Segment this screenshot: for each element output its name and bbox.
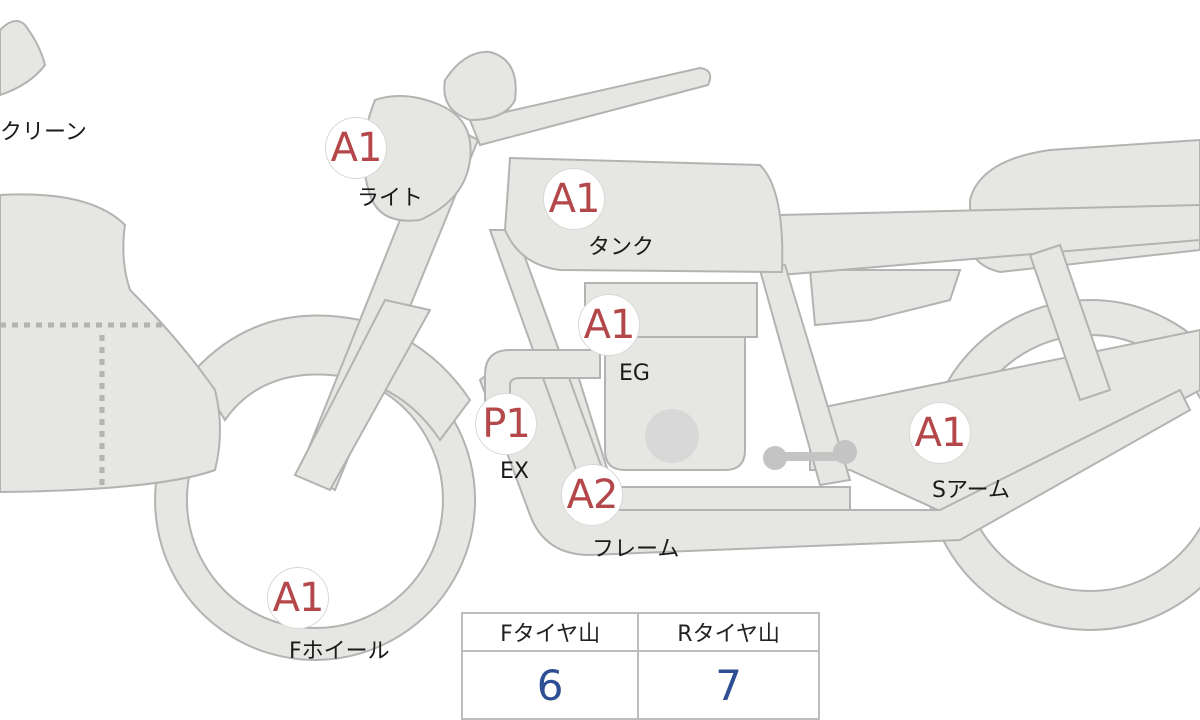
engine-block [604, 336, 746, 471]
tire-tread-table: Fタイヤ山 Rタイヤ山 6 7 [460, 612, 820, 720]
screen-label: クリーン [0, 120, 87, 145]
frame-grade-badge[interactable]: A2 [561, 464, 623, 526]
rear-tread-value: 7 [637, 650, 820, 720]
footpeg-bar [589, 486, 851, 511]
meter [443, 50, 517, 122]
side-cover [808, 269, 962, 327]
fork-tube [293, 298, 432, 492]
front-tread-header: Fタイヤ山 [460, 612, 640, 652]
light-grade-badge[interactable]: A1 [325, 117, 387, 179]
engine-label: EG [619, 361, 650, 386]
headlight [362, 95, 472, 222]
light-label: ライト [357, 186, 424, 211]
fairing [0, 193, 221, 494]
tank-grade-badge[interactable]: A1 [543, 168, 605, 230]
screen-shape [0, 20, 47, 97]
frame-label: フレーム [592, 537, 680, 562]
tank-label: タンク [588, 235, 655, 260]
handlebar [468, 66, 712, 147]
shock [1028, 243, 1112, 402]
frame-lower [478, 349, 1192, 557]
swingarm-label: Sアーム [932, 478, 1010, 503]
engine-grade-badge[interactable]: A1 [578, 294, 640, 356]
exhaust-label: EX [500, 459, 529, 484]
exhaust-grade-badge[interactable]: P1 [475, 393, 537, 455]
front-wheel-grade-badge[interactable]: A1 [267, 567, 329, 629]
front-tread-value: 6 [460, 650, 640, 720]
rear-tread-header: Rタイヤ山 [637, 612, 820, 652]
swingarm-grade-badge[interactable]: A1 [909, 402, 971, 464]
front-wheel-label: Fホイール [289, 639, 390, 664]
